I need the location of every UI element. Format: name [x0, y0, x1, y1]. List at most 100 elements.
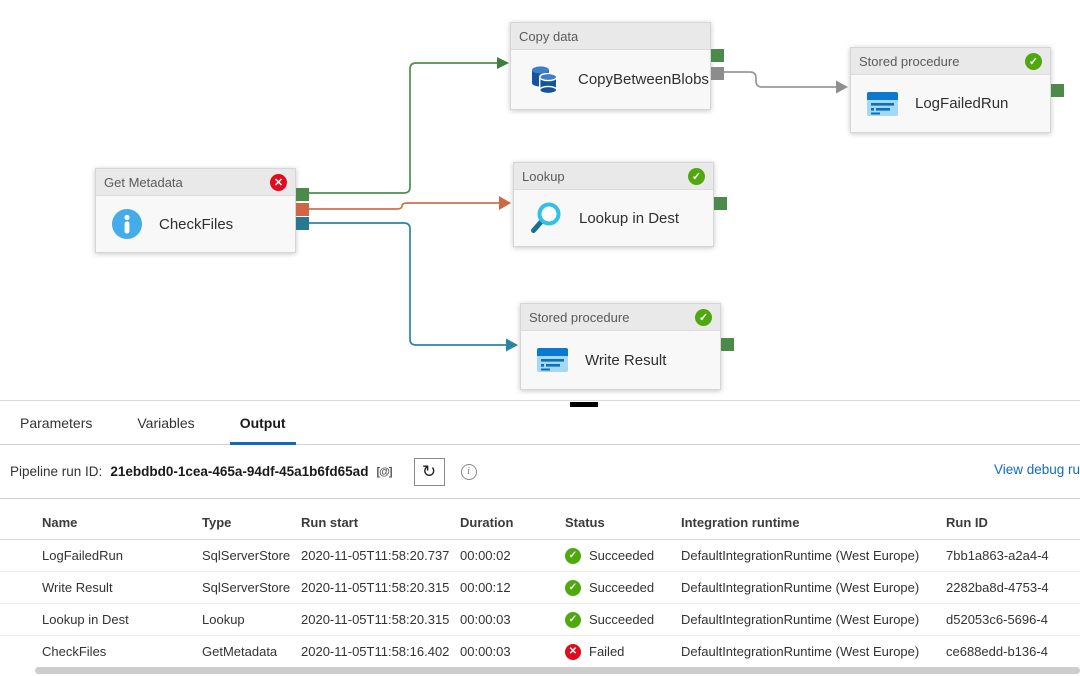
activity-type-label: Copy data: [519, 28, 579, 44]
cell-name: CheckFiles: [42, 644, 107, 659]
cell-runid: d52053c6-5696-4: [946, 612, 1048, 627]
activity-node-lookup-in-dest[interactable]: Lookup ✓ Lookup in Dest: [513, 162, 727, 247]
column-header-runtime[interactable]: Integration runtime: [681, 514, 800, 530]
cell-runstart: 2020-11-05T11:58:20.315: [301, 612, 450, 627]
status-text: Succeeded: [589, 612, 655, 627]
cell-name: Lookup in Dest: [42, 612, 129, 627]
pipeline-run-row: Pipeline run ID: 21ebdbd0-1cea-465a-94df…: [0, 445, 1080, 499]
activity-type-label: Get Metadata: [104, 174, 183, 190]
cell-runid: 2282ba8d-4753-4: [946, 580, 1049, 595]
output-port-failure[interactable]: [296, 203, 309, 216]
status-text: Succeeded: [589, 580, 655, 595]
cell-type: GetMetadata: [202, 644, 278, 659]
activity-name: Write Result: [585, 351, 667, 369]
debug-output-panel: Parameters Variables Output Pipeline run…: [0, 400, 1080, 676]
tab-parameters[interactable]: Parameters: [20, 415, 93, 431]
get-metadata-info-icon: [112, 209, 142, 239]
pipeline-run-id-label: Pipeline run ID:: [10, 464, 103, 479]
info-icon[interactable]: i: [460, 463, 477, 480]
activity-node-checkfiles[interactable]: Get Metadata ✕ CheckFiles: [95, 168, 309, 253]
activity-node-copy-data[interactable]: Copy data CopyBetwe: [510, 22, 724, 110]
activity-name: CheckFiles: [159, 215, 234, 233]
activity-status-badge: ✕: [270, 173, 287, 191]
output-port-success[interactable]: [1051, 84, 1064, 97]
activity-name: CopyBetweenBlobs: [578, 71, 709, 88]
connector-skipped-to-logfailedrun[interactable]: [724, 71, 848, 94]
activity-node-logfailedrun[interactable]: Stored procedure ✓ LogFailedRun: [850, 47, 1064, 133]
cell-status: ✓ Succeeded: [565, 579, 681, 596]
activity-status-badge: ✓: [688, 167, 705, 185]
column-header-runid[interactable]: Run ID: [946, 514, 988, 530]
dynamic-content-icon[interactable]: [@]: [376, 465, 392, 478]
output-port-success[interactable]: [296, 188, 309, 201]
table-row[interactable]: LogFailedRun SqlServerStore 2020-11-05T1…: [0, 539, 1080, 571]
pipeline-canvas[interactable]: Copy data CopyBetwe: [0, 0, 1080, 407]
copy-data-icon: [532, 65, 558, 94]
status-succeeded-icon: ✓: [565, 547, 581, 564]
cell-name: LogFailedRun: [42, 548, 123, 563]
cell-runtime: DefaultIntegrationRuntime (West Europe): [681, 644, 920, 659]
activity-type-header: Stored procedure ✓: [851, 48, 1050, 75]
tab-output[interactable]: Output: [229, 415, 296, 445]
output-port-success[interactable]: [714, 197, 727, 210]
status-succeeded-icon: ✓: [565, 579, 581, 596]
cell-duration: 00:00:03: [460, 644, 511, 659]
view-debug-run-link[interactable]: View debug ru: [993, 462, 1080, 477]
cell-runid: 7bb1a863-a2a4-4: [946, 548, 1049, 563]
cell-duration: 00:00:02: [460, 548, 511, 563]
activity-type-label: Stored procedure: [529, 309, 630, 325]
cell-type: Lookup: [202, 612, 245, 627]
table-header-row: Name Type Run start Duration Status Inte…: [0, 505, 1080, 539]
cell-duration: 00:00:12: [460, 580, 511, 595]
cell-status: ✓ Succeeded: [565, 547, 681, 564]
status-text: Succeeded: [589, 548, 655, 563]
stored-procedure-icon: [867, 91, 898, 116]
output-port-success[interactable]: [721, 338, 734, 351]
activity-runs-table: Name Type Run start Duration Status Inte…: [0, 505, 1080, 667]
activity-type-header: Get Metadata ✕: [96, 169, 295, 196]
status-text: Failed: [589, 644, 625, 659]
column-header-runstart[interactable]: Run start: [301, 514, 359, 530]
activity-type-label: Stored procedure: [859, 53, 960, 69]
output-port-completion[interactable]: [296, 217, 309, 230]
activity-name: Lookup in Dest: [579, 209, 680, 227]
connector-success-to-copy[interactable]: [309, 57, 509, 194]
table-row[interactable]: CheckFiles GetMetadata 2020-11-05T11:58:…: [0, 635, 1080, 667]
column-header-type[interactable]: Type: [202, 514, 232, 530]
cell-status: ✓ Succeeded: [565, 611, 681, 628]
cell-name: Write Result: [42, 580, 113, 595]
connector-failure-to-lookup[interactable]: [309, 196, 511, 210]
cell-type: SqlServerStore: [202, 580, 291, 595]
cell-runtime: DefaultIntegrationRuntime (West Europe): [681, 580, 920, 595]
activity-type-label: Lookup: [522, 168, 565, 184]
status-succeeded-icon: ✓: [565, 611, 581, 628]
lookup-search-icon: [531, 202, 561, 233]
cell-runstart: 2020-11-05T11:58:20.315: [301, 580, 450, 595]
activity-status-badge: ✓: [1025, 52, 1042, 70]
output-port-success[interactable]: [711, 49, 724, 62]
cell-status: ✕ Failed: [565, 643, 681, 660]
cell-runtime: DefaultIntegrationRuntime (West Europe): [681, 548, 920, 563]
table-row[interactable]: Lookup in Dest Lookup 2020-11-05T11:58:2…: [0, 603, 1080, 635]
pipeline-run-id-value: 21ebdbd0-1cea-465a-94df-45a1b6fd65ad: [110, 464, 369, 479]
activity-type-header: Lookup ✓: [514, 163, 713, 190]
stored-procedure-icon: [537, 348, 568, 372]
activity-status-badge: ✓: [695, 308, 712, 326]
horizontal-scrollbar[interactable]: [35, 667, 1080, 674]
tab-variables[interactable]: Variables: [137, 415, 195, 431]
output-port-skipped[interactable]: [711, 67, 724, 80]
panel-resize-handle[interactable]: [570, 402, 598, 407]
column-header-name[interactable]: Name: [42, 514, 78, 530]
refresh-button[interactable]: ↻: [413, 457, 445, 486]
column-header-status[interactable]: Status: [565, 514, 605, 530]
activity-node-write-result[interactable]: Stored procedure ✓ Write Result: [520, 303, 734, 390]
refresh-icon: ↻: [421, 461, 437, 481]
cell-runtime: DefaultIntegrationRuntime (West Europe): [681, 612, 920, 627]
activity-type-header: Copy data: [511, 23, 710, 50]
table-row[interactable]: Write Result SqlServerStore 2020-11-05T1…: [0, 571, 1080, 603]
connector-completion-to-write-result[interactable]: [309, 222, 518, 352]
column-header-duration[interactable]: Duration: [460, 514, 514, 530]
cell-duration: 00:00:03: [460, 612, 511, 627]
cell-runstart: 2020-11-05T11:58:20.737: [301, 548, 450, 563]
